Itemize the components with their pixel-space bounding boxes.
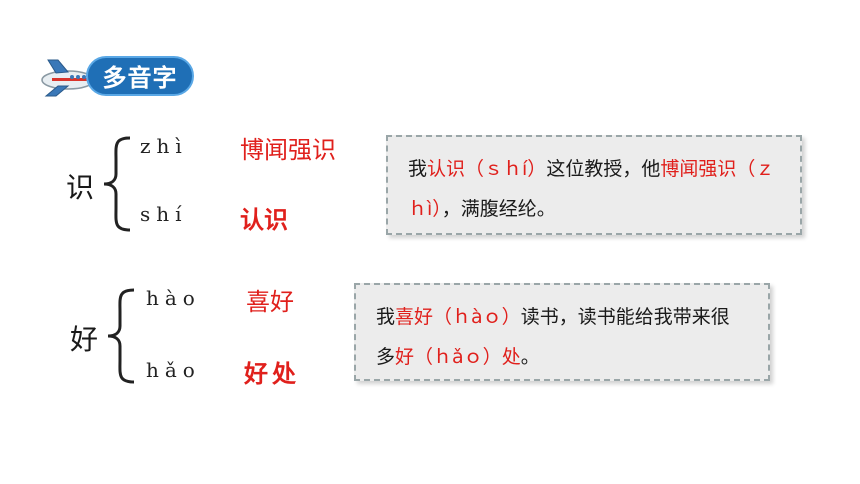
sentence-text: 读书，读书能给我带来很多: [376, 306, 730, 368]
pinyin-hao4: hào: [146, 286, 201, 310]
sentence-text: 我: [376, 306, 396, 328]
word-renshi: 认识: [240, 206, 288, 234]
example-sentence-box: 我喜好（ｈàｏ）读书，读书能给我带来很多好（ｈǎｏ）处。: [354, 283, 770, 381]
char-hao: 好: [70, 323, 99, 356]
word-xihao: 喜好: [246, 288, 294, 316]
sentence-highlight: 认识: [427, 158, 466, 180]
section-title: 多音字: [86, 56, 194, 96]
sentence-highlight: （ｈǎｏ）: [414, 346, 502, 368]
sentence-text: ，满腹经纶。: [441, 198, 556, 220]
word-bowenqiangzhi: 博闻强识: [240, 136, 336, 164]
sentence-highlight: （ｓｈí）: [465, 158, 547, 180]
sentence-highlight: （ｈàｏ）: [433, 306, 521, 328]
curly-brace-icon: [107, 288, 135, 384]
example-sentence-box: 我认识（ｓｈí）这位教授，他博闻强识（ｚｈì），满腹经纶。: [386, 135, 802, 235]
word-haochu: 好处: [244, 360, 300, 388]
sentence-highlight: 喜好: [395, 306, 434, 328]
curly-brace-icon: [103, 136, 131, 232]
sentence-highlight: 好: [395, 346, 415, 368]
sentence-highlight: 处: [501, 346, 521, 368]
pinyin-zhi: zhì: [140, 134, 188, 158]
sentence-highlight: （ｚｈì）: [408, 158, 775, 220]
sentence-text: 我: [408, 158, 428, 180]
pinyin-hao3: hǎo: [146, 358, 201, 382]
sentence-highlight: 博闻强识: [660, 158, 737, 180]
char-shi: 识: [66, 171, 95, 204]
pinyin-shi: shí: [140, 202, 188, 226]
sentence-text: 这位教授，他: [546, 158, 661, 180]
sentence-text: 。: [520, 346, 540, 368]
